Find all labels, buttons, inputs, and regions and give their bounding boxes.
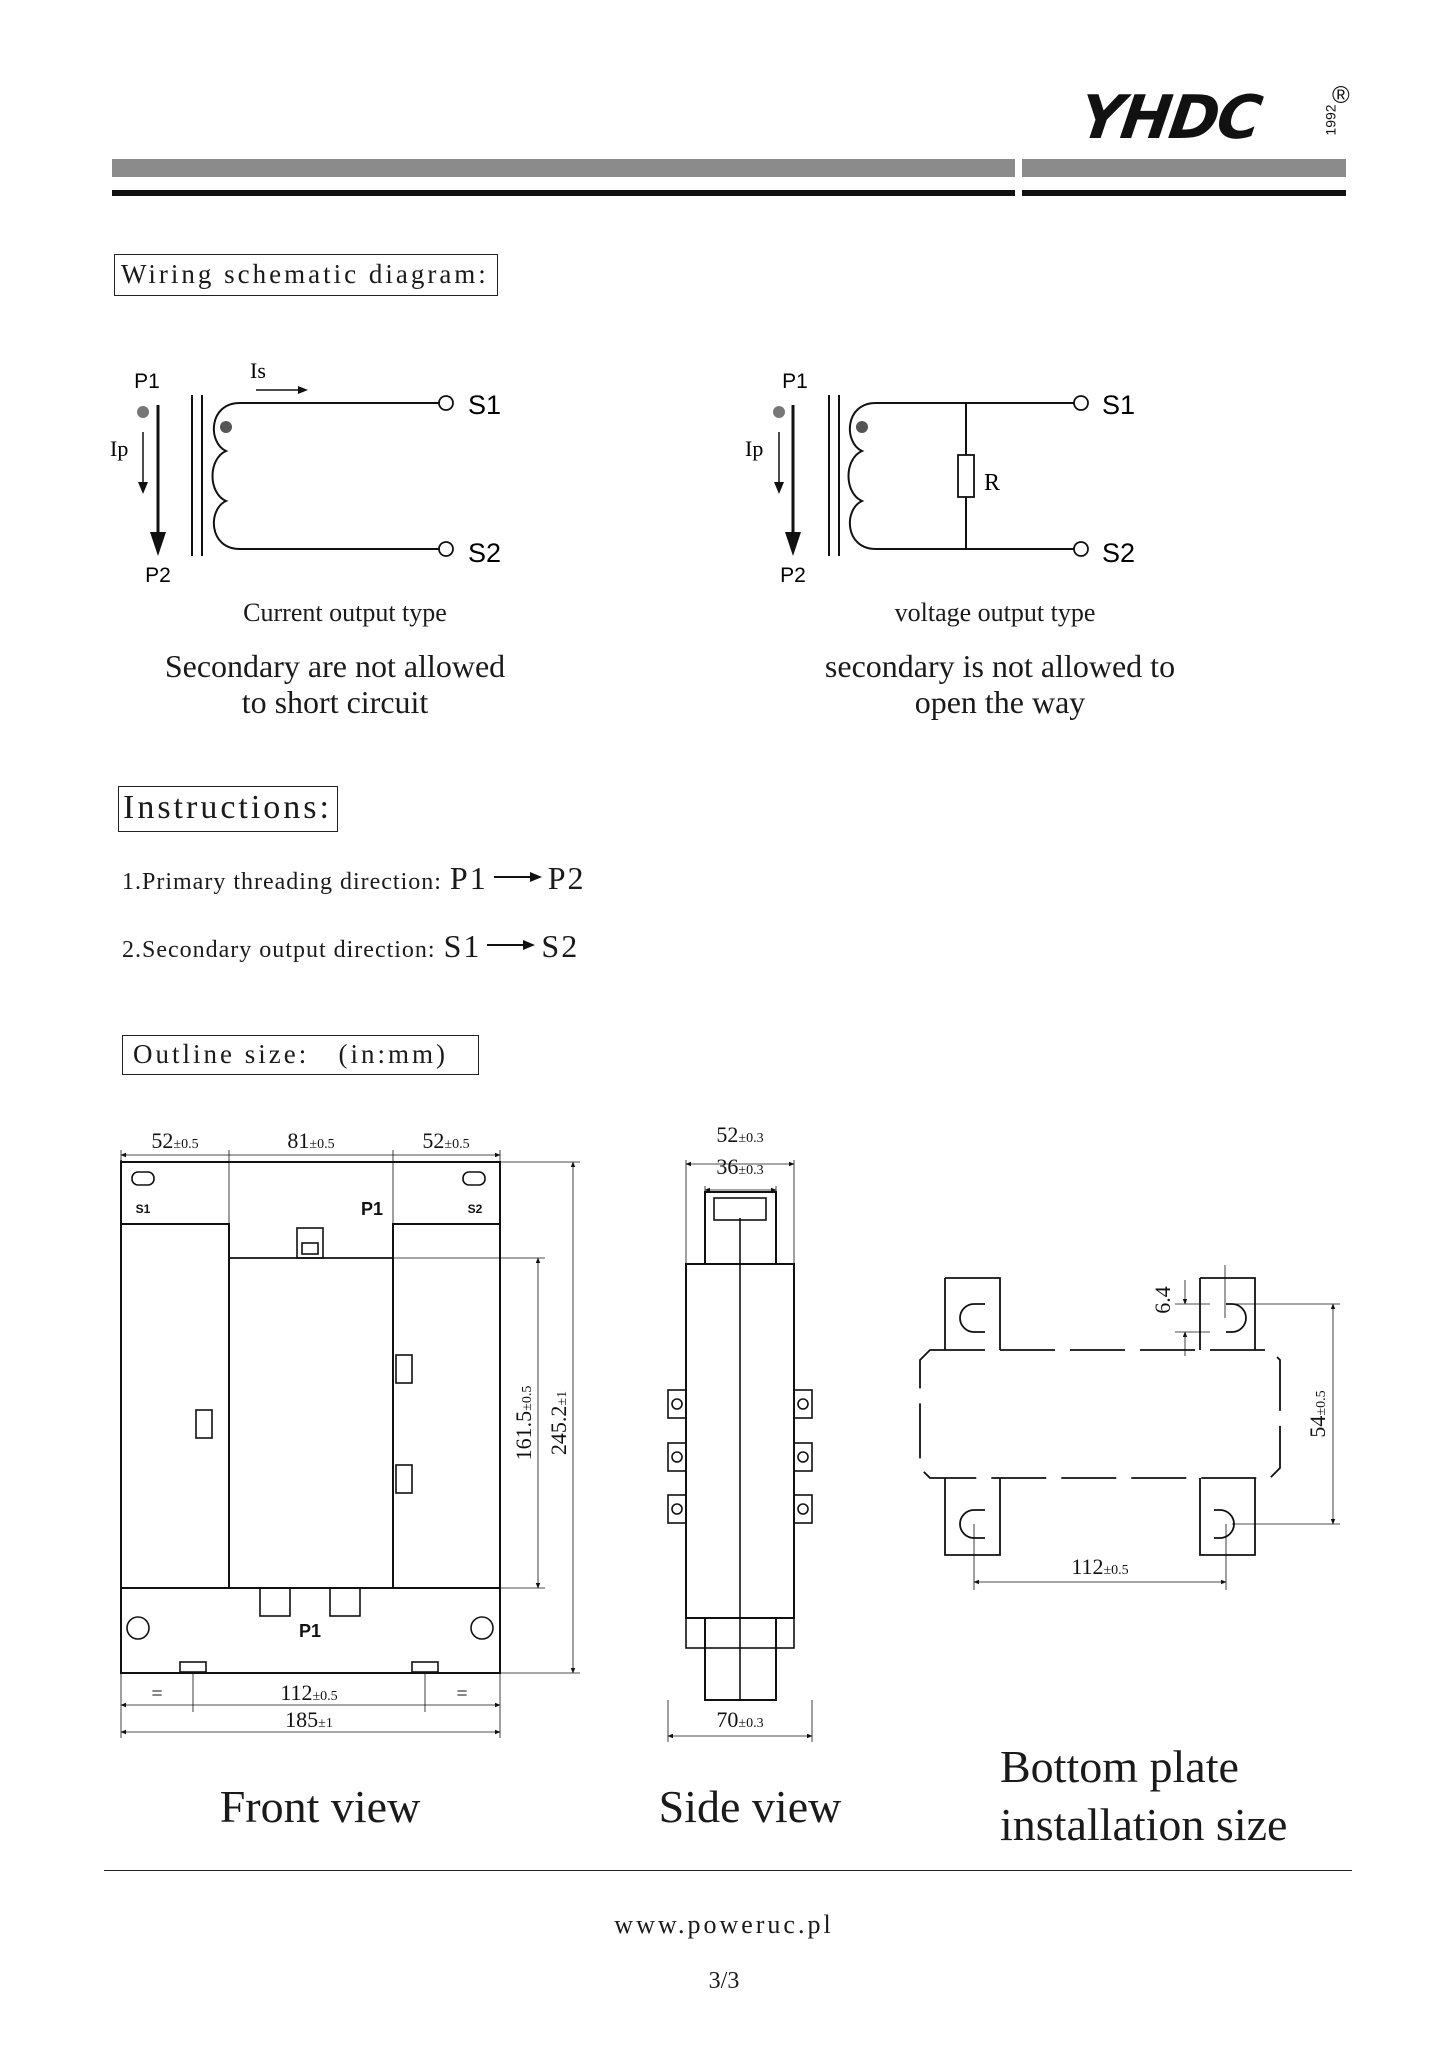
label-s1: S1 bbox=[468, 390, 501, 420]
current-warning-line1: Secondary are not allowed bbox=[164, 648, 506, 684]
label-p2: P2 bbox=[145, 564, 171, 587]
svg-text:S2: S2 bbox=[468, 1202, 483, 1216]
svg-text:6.4: 6.4 bbox=[1150, 1286, 1175, 1314]
bottom-plate-caption-line2: installation size bbox=[1000, 1799, 1288, 1850]
label-ip-v: Ip bbox=[745, 436, 763, 461]
instruction-2-text: 2.Secondary output direction: bbox=[122, 937, 436, 963]
outline-drawings: 52±0.5 81±0.5 52±0.5 161.5±0.5 245.2±1 1… bbox=[120, 1122, 1340, 1742]
current-type-caption: Current output type bbox=[243, 598, 447, 627]
primary-arrow bbox=[150, 532, 166, 556]
arrow-right-icon bbox=[493, 872, 542, 882]
header-bar-black-left bbox=[112, 190, 1015, 196]
secondary-coil bbox=[211, 402, 440, 550]
label-s2: S2 bbox=[468, 538, 501, 568]
front-view-drawing bbox=[120, 1150, 580, 1738]
voltage-output-schematic: P1 P2 Ip R S1 S2 bbox=[745, 370, 1135, 587]
label-s1-v: S1 bbox=[1102, 390, 1135, 420]
svg-text:245.2±1: 245.2±1 bbox=[546, 1391, 571, 1455]
current-output-schematic: P1 P2 Ip Is S1 S2 bbox=[110, 358, 501, 587]
outline-section-title: Outline size: (in:mm) bbox=[122, 1035, 479, 1075]
svg-text:S1: S1 bbox=[136, 1202, 151, 1216]
logo-text: YHDC bbox=[1075, 83, 1265, 153]
bottom-plate-drawing bbox=[919, 1265, 1340, 1590]
bottom-plate-labels: 6.4 54±0.5 112±0.5 bbox=[1071, 1286, 1330, 1579]
instruction-line-1: 1.Primary threading direction: P1 P2 bbox=[122, 860, 586, 900]
instructions-section-title: Instructions: bbox=[118, 786, 338, 832]
header-bar-black-right bbox=[1022, 190, 1346, 196]
svg-text:P1: P1 bbox=[361, 1199, 383, 1219]
voltage-warning-line2: open the way bbox=[914, 684, 1086, 720]
header-bar-gray-left bbox=[112, 159, 1015, 177]
svg-text:112±0.5: 112±0.5 bbox=[280, 1680, 337, 1705]
label-p2-v: P2 bbox=[780, 564, 806, 587]
arrow-right-icon bbox=[487, 940, 536, 950]
page-number: 3/3 bbox=[708, 1968, 740, 1994]
svg-text:P1: P1 bbox=[299, 1621, 321, 1641]
side-view-labels: 52±0.3 36±0.3 70±0.3 bbox=[716, 1122, 763, 1732]
svg-text:36±0.3: 36±0.3 bbox=[716, 1154, 763, 1179]
registered-mark: ® bbox=[1332, 82, 1350, 109]
instruction-1-text: 1.Primary threading direction: bbox=[122, 869, 442, 895]
instruction-1-from: P1 bbox=[449, 860, 488, 896]
svg-text:70±0.3: 70±0.3 bbox=[716, 1707, 763, 1732]
instruction-line-2: 2.Secondary output direction: S1 S2 bbox=[122, 928, 579, 968]
header-bar-gray-right bbox=[1022, 159, 1346, 177]
label-ip: Ip bbox=[110, 436, 128, 461]
label-p1-v: P1 bbox=[782, 370, 808, 393]
front-view-labels: 52±0.5 81±0.5 52±0.5 161.5±0.5 245.2±1 1… bbox=[136, 1128, 571, 1732]
wiring-section-title: Wiring schematic diagram: bbox=[114, 254, 498, 296]
side-view-caption: Side view bbox=[658, 1781, 842, 1832]
voltage-type-caption: voltage output type bbox=[894, 598, 1096, 627]
side-view-drawing bbox=[667, 1160, 813, 1742]
svg-text:=: = bbox=[151, 1683, 162, 1705]
svg-text:54±0.5: 54±0.5 bbox=[1305, 1390, 1330, 1437]
instruction-1-to: P2 bbox=[547, 860, 586, 896]
svg-text:52±0.5: 52±0.5 bbox=[151, 1128, 198, 1153]
label-is: Is bbox=[250, 358, 266, 383]
svg-text:52±0.5: 52±0.5 bbox=[422, 1128, 469, 1153]
instruction-2-from: S1 bbox=[443, 928, 482, 964]
voltage-warning-line1: secondary is not allowed to bbox=[824, 648, 1176, 684]
label-r: R bbox=[984, 470, 1000, 496]
s1-dot bbox=[220, 421, 232, 433]
instruction-2-to: S2 bbox=[541, 928, 580, 964]
wiring-diagrams: P1 P2 Ip Is S1 S2 P1 P2 Ip R bbox=[110, 358, 1135, 587]
bottom-plate-caption-line1: Bottom plate bbox=[1000, 1741, 1239, 1792]
current-warning-line2: to short circuit bbox=[241, 684, 429, 720]
footer-divider bbox=[104, 1870, 1352, 1871]
p1-dot bbox=[137, 406, 149, 418]
header-logo: YHDC 1992 ® bbox=[1075, 82, 1360, 153]
svg-text:185±1: 185±1 bbox=[285, 1707, 333, 1732]
label-p1: P1 bbox=[134, 370, 160, 393]
svg-text:112±0.5: 112±0.5 bbox=[1071, 1554, 1128, 1579]
resistor bbox=[957, 454, 975, 498]
svg-text:81±0.5: 81±0.5 bbox=[287, 1128, 334, 1153]
svg-text:161.5±0.5: 161.5±0.5 bbox=[511, 1386, 536, 1461]
label-s2-v: S2 bbox=[1102, 538, 1135, 568]
front-view-caption: Front view bbox=[219, 1781, 421, 1832]
footer-website[interactable]: www.poweruc.pl bbox=[614, 1910, 834, 1939]
svg-text:=: = bbox=[456, 1683, 467, 1705]
svg-text:52±0.3: 52±0.3 bbox=[716, 1122, 763, 1147]
